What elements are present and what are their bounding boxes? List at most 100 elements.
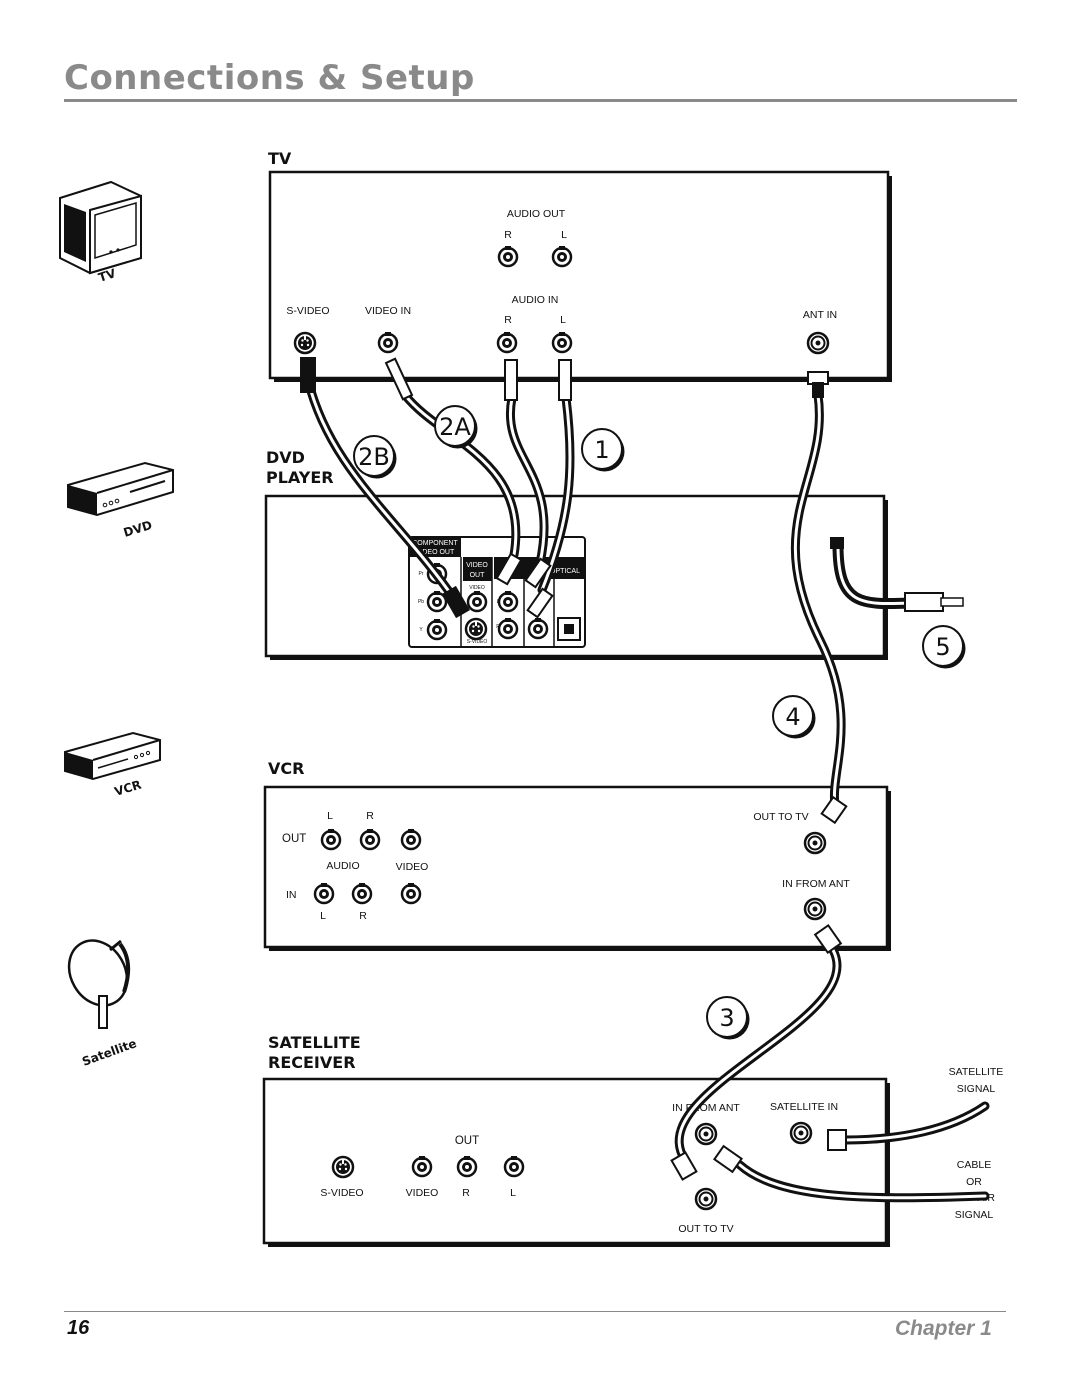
vcr-icon: VCR — [64, 731, 161, 799]
sat-satellite-in-label: SATELLITE IN — [770, 1101, 838, 1113]
tv-icon-label: TV — [97, 266, 119, 285]
tv-audio-out-l-jack[interactable] — [551, 244, 573, 268]
step-2a-label: 2A — [439, 413, 471, 441]
dvd-component-label-2: VIDEO OUT — [416, 549, 455, 556]
cable-signal-label-2: OR — [966, 1176, 982, 1188]
step-badge-4: 4 — [772, 695, 817, 740]
tv-audio-in-r-label: R — [504, 314, 512, 326]
dvd-audio-r-jack[interactable] — [497, 616, 519, 640]
vcr-in-r-label: R — [359, 910, 367, 922]
vcr-in-label: IN — [286, 889, 297, 901]
tv-audio-out-l-label: L — [561, 229, 567, 241]
vcr-out-l-label: L — [327, 810, 333, 822]
tv-s-video-label: S-VIDEO — [286, 305, 329, 317]
dvd-label-line2: PLAYER — [266, 468, 334, 487]
dvd-s-video-jack[interactable] — [464, 617, 488, 641]
vcr-panel — [263, 785, 891, 951]
vcr-in-from-ant-jack[interactable] — [803, 897, 827, 921]
vcr-in-from-ant-label: IN FROM ANT — [782, 878, 850, 890]
vcr-out-label: OUT — [282, 833, 306, 845]
vcr-in-l-label: L — [320, 910, 326, 922]
dvd-icon: DVD — [67, 461, 174, 540]
step-5-label: 5 — [935, 633, 950, 661]
step-badge-1: 1 — [581, 428, 626, 473]
vcr-out-to-tv-jack[interactable] — [803, 831, 827, 855]
sat-out-label: OUT — [455, 1135, 479, 1147]
cable-signal-label-1: CABLE — [957, 1159, 991, 1171]
step-badge-5: 5 — [922, 625, 967, 670]
satellite-dish-icon: Satellite — [67, 939, 138, 1069]
dvd-component-label-1: COMPONENT — [412, 540, 458, 547]
step-2b-label: 2B — [358, 443, 390, 471]
vcr-audio-out-l-jack[interactable] — [320, 827, 342, 851]
tv-ant-in-jack[interactable] — [806, 331, 830, 355]
step-badge-2a: 2A — [434, 405, 479, 450]
sat-out-to-tv-label: OUT TO TV — [678, 1223, 733, 1235]
sat-satellite-in-jack[interactable] — [789, 1121, 813, 1145]
satellite-signal-label-1: SATELLITE — [949, 1066, 1004, 1078]
sat-s-video-label: S-VIDEO — [320, 1187, 363, 1199]
sat-video-jack[interactable] — [411, 1154, 433, 1178]
dvd-video-out-label-2: OUT — [470, 572, 486, 579]
dvd-icon-label: DVD — [122, 518, 154, 540]
dvd-video-jack[interactable] — [466, 589, 488, 613]
satellite-icon-label: Satellite — [80, 1036, 138, 1069]
sat-audio-r-jack[interactable] — [456, 1154, 478, 1178]
sat-l-label: L — [510, 1187, 516, 1199]
vcr-audio-in-r-jack[interactable] — [351, 881, 373, 905]
step-3-label: 3 — [719, 1004, 734, 1032]
vcr-video-out-jack[interactable] — [400, 827, 422, 851]
step-1-label: 1 — [594, 436, 609, 464]
dvd-y-jack[interactable] — [426, 617, 448, 641]
tv-s-video-jack[interactable] — [293, 331, 317, 355]
step-4-label: 4 — [785, 703, 800, 731]
tv-audio-in-l-jack[interactable] — [551, 330, 573, 354]
dvd-coaxial-jack[interactable] — [527, 616, 549, 640]
dvd-audio-l-jack[interactable] — [497, 589, 519, 613]
satellite-label-line2: RECEIVER — [268, 1053, 356, 1072]
vcr-label: VCR — [268, 759, 304, 778]
dvd-pr-label: Pr — [419, 571, 424, 577]
tv-audio-out-r-jack[interactable] — [497, 244, 519, 268]
dvd-y-label: Y — [419, 627, 423, 633]
cables — [300, 357, 990, 1203]
sat-out-to-tv-jack[interactable] — [694, 1187, 718, 1211]
vcr-out-r-label: R — [366, 810, 374, 822]
page-number: 16 — [67, 1317, 90, 1339]
sat-in-from-ant-label: IN FROM ANT — [672, 1102, 740, 1114]
tv-audio-in-label: AUDIO IN — [512, 294, 559, 306]
footer-rule — [64, 1311, 1006, 1312]
tv-ant-in-label: ANT IN — [803, 309, 837, 321]
sat-s-video-jack[interactable] — [331, 1155, 355, 1179]
tv-panel — [268, 170, 892, 382]
tv-label: TV — [268, 149, 292, 168]
dvd-video-small-label: VIDEO — [469, 585, 485, 591]
sat-audio-l-jack[interactable] — [503, 1154, 525, 1178]
tv-video-in-jack[interactable] — [377, 330, 399, 354]
sat-video-label: VIDEO — [406, 1187, 439, 1199]
dvd-optical-label: OPTICAL — [550, 568, 580, 575]
step-badge-2b: 2B — [353, 435, 398, 480]
step-badge-3: 3 — [706, 996, 751, 1041]
vcr-audio-out-r-jack[interactable] — [359, 827, 381, 851]
vcr-video-label: VIDEO — [396, 861, 429, 873]
dvd-video-out-label-1: VIDEO — [466, 562, 488, 569]
tv-audio-in-l-label: L — [560, 314, 566, 326]
tv-audio-out-r-label: R — [504, 229, 512, 241]
vcr-audio-in-l-jack[interactable] — [313, 881, 335, 905]
dvd-label-line1: DVD — [266, 448, 305, 467]
vcr-audio-label: AUDIO — [326, 860, 359, 872]
page-title: Connections & Setup — [64, 58, 475, 98]
sat-r-label: R — [462, 1187, 470, 1199]
dvd-s-video-small-label: S-VIDEO — [467, 639, 488, 645]
tv-audio-in-r-jack[interactable] — [496, 330, 518, 354]
sat-in-from-ant-jack[interactable] — [694, 1122, 718, 1146]
vcr-video-in-jack[interactable] — [400, 881, 422, 905]
satellite-signal-label-2: SIGNAL — [957, 1083, 996, 1095]
satellite-label-line1: SATELLITE — [268, 1033, 361, 1052]
dvd-optical-jack[interactable] — [557, 617, 581, 641]
tv-icon: TV — [59, 180, 142, 285]
tv-video-in-label: VIDEO IN — [365, 305, 411, 317]
dvd-pb-label: Pb — [418, 599, 424, 605]
